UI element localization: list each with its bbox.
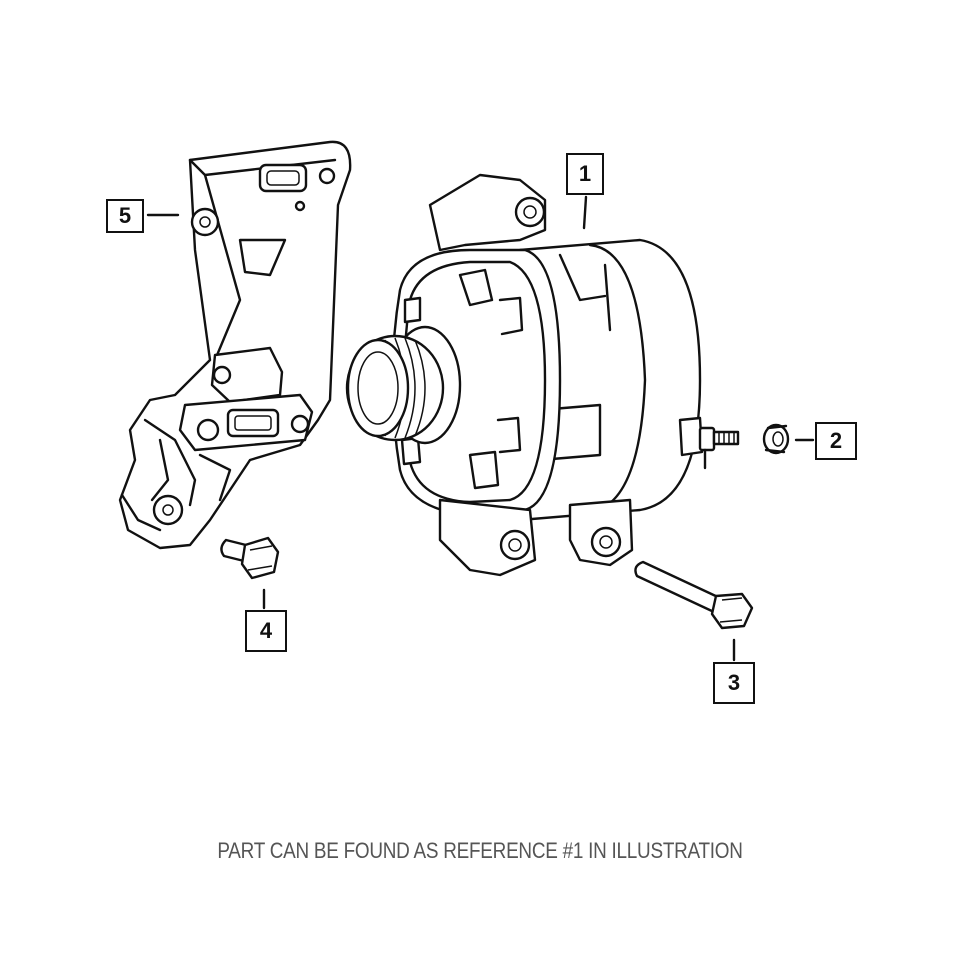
leader-lines — [146, 195, 815, 662]
mounting-bracket-drawing — [118, 140, 352, 550]
callout-3: 3 — [713, 662, 755, 704]
callout-4: 4 — [245, 610, 287, 652]
hex-nut-drawing — [762, 423, 790, 455]
long-bolt-drawing — [634, 560, 754, 630]
callout-1: 1 — [566, 153, 604, 195]
short-bolt-drawing — [220, 536, 280, 580]
callout-2: 2 — [815, 422, 857, 460]
alternator-drawing — [345, 173, 740, 577]
callout-5: 5 — [106, 199, 144, 233]
reference-caption: PART CAN BE FOUND AS REFERENCE #1 IN ILL… — [217, 838, 743, 863]
